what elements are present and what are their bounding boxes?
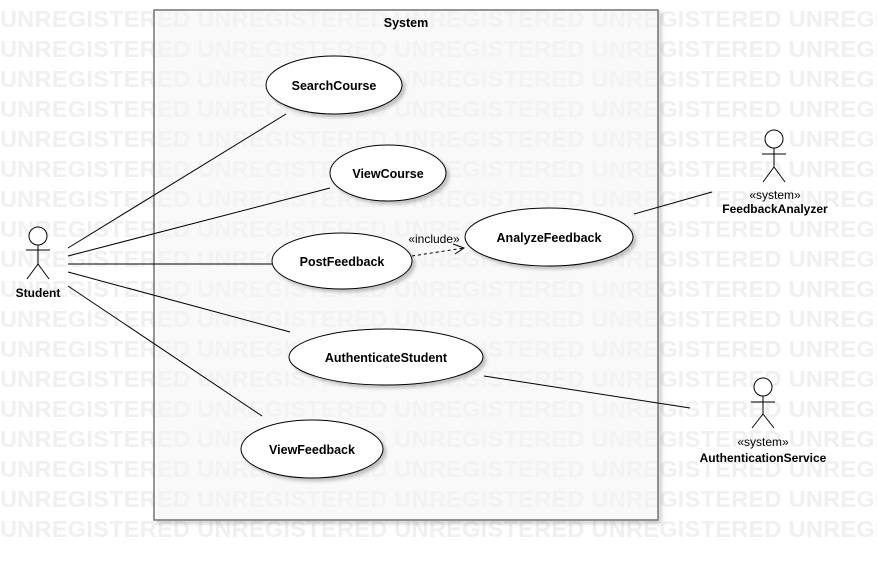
use-case-label: SearchCourse <box>292 79 377 93</box>
use-case-label: ViewFeedback <box>269 443 355 457</box>
system-title: System <box>384 16 428 30</box>
stick-figure-icon <box>26 226 50 280</box>
use-case-label: AuthenticateStudent <box>325 351 448 365</box>
actor-feedbackanalyzer[interactable]: «system» FeedbackAnalyzer <box>722 129 828 216</box>
stick-figure-icon <box>762 129 786 183</box>
actor-name: FeedbackAnalyzer <box>722 202 828 216</box>
stick-figure-icon <box>751 377 775 429</box>
actor-stereotype: «system» <box>749 188 801 202</box>
association-student-viewcourse[interactable] <box>67 187 331 257</box>
association-student-searchcourse[interactable] <box>67 113 287 249</box>
actor-name: Student <box>16 286 61 300</box>
association-student-authenticatestudent[interactable] <box>67 271 291 333</box>
actor-stereotype: «system» <box>737 435 789 449</box>
association-analyzefeedback-feedbackanalyzer[interactable] <box>633 191 713 215</box>
actor-student[interactable]: Student <box>16 226 61 300</box>
include-relationship[interactable]: «include» <box>408 232 466 257</box>
use-case-label: AnalyzeFeedback <box>497 231 602 245</box>
associations <box>67 113 713 417</box>
use-case-viewfeedback[interactable]: ViewFeedback <box>240 419 384 479</box>
actor-name: AuthenticationService <box>700 451 827 465</box>
use-case-searchcourse[interactable]: SearchCourse <box>265 55 403 115</box>
use-case-postfeedback[interactable]: PostFeedback <box>271 232 413 290</box>
include-label: «include» <box>408 232 460 246</box>
use-case-authenticatestudent[interactable]: AuthenticateStudent <box>288 328 484 386</box>
use-case-label: PostFeedback <box>300 255 385 269</box>
watermark-row: UNREGISTERED UNREGISTERED UNREGISTERED U… <box>0 516 877 542</box>
association-student-viewfeedback[interactable] <box>67 285 263 417</box>
actor-authenticationservice[interactable]: «system» AuthenticationService <box>700 377 827 465</box>
use-case-analyzefeedback[interactable]: AnalyzeFeedback <box>464 207 634 267</box>
use-case-viewcourse[interactable]: ViewCourse <box>329 144 447 202</box>
use-case-label: ViewCourse <box>352 167 423 181</box>
association-authenticatestudent-authenticationservice[interactable] <box>483 375 691 409</box>
